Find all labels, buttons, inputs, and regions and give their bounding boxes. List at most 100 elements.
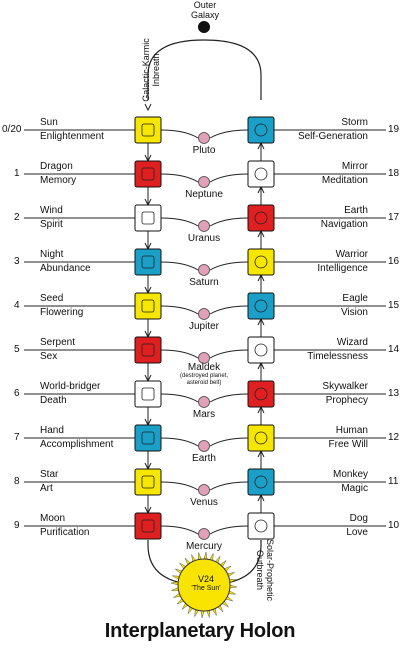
- left-sign-name: Wind: [40, 205, 63, 216]
- night-glyph-icon-detail: [141, 255, 155, 269]
- mirror-glyph-icon: [247, 160, 275, 188]
- sun-ray: [170, 581, 179, 586]
- left-row-number: 0/20: [2, 124, 22, 135]
- planet-name: Pluto: [192, 145, 216, 156]
- right-row-number: 17: [388, 212, 400, 223]
- planet-link-left: [160, 393, 199, 403]
- right-row-number: 14: [388, 344, 400, 355]
- left-sign-name: Seed: [40, 293, 64, 304]
- wind-glyph-icon-detail: [141, 211, 155, 225]
- left-row-number: 5: [14, 344, 20, 355]
- left-sign-name: Sun: [40, 117, 58, 128]
- earth-glyph-icon-detail: [254, 211, 268, 225]
- galactic-karmic-inbreath-label: Galactic-Karmic Inbreath: [141, 38, 161, 102]
- right-row-number: 13: [388, 388, 400, 399]
- right-sign-power: Prophecy: [325, 395, 368, 406]
- hand-glyph-icon: [134, 424, 162, 452]
- sun-ray: [200, 610, 205, 619]
- left-sign-power: Spirit: [40, 219, 63, 230]
- left-row-number: 9: [14, 520, 20, 531]
- left-sign-power: Purification: [40, 527, 90, 538]
- right-sign-name: Skywalker: [322, 381, 368, 392]
- planet-link-right: [209, 217, 249, 227]
- human-glyph-icon-detail: [254, 431, 268, 445]
- planet-link-left: [160, 305, 199, 315]
- wind-glyph-icon: [134, 204, 162, 232]
- right-sign-power: Timelessness: [307, 351, 368, 362]
- planet-name: Maldek: [187, 362, 221, 373]
- left-sign-name: Night: [40, 249, 64, 260]
- left-sign-power: Sex: [40, 351, 58, 362]
- planet-name: Neptune: [185, 189, 223, 200]
- planet-link-right: [209, 129, 249, 139]
- right-sign-name: Mirror: [341, 161, 368, 172]
- right-row-number: 18: [388, 168, 400, 179]
- planet-link-right: [209, 481, 249, 491]
- sun-ray: [197, 552, 202, 560]
- right-row-number: 12: [388, 432, 400, 443]
- left-row-number: 6: [14, 388, 20, 399]
- planet-link-right: [209, 305, 249, 315]
- right-sign-power: Self-Generation: [297, 131, 368, 142]
- left-row-number: 8: [14, 476, 20, 487]
- planet-saturn-dot: [198, 264, 210, 276]
- human-glyph-icon: [247, 424, 275, 452]
- right-row-number: 10: [388, 520, 400, 531]
- skywalker-glyph-icon-detail: [254, 387, 268, 401]
- serpent-glyph-icon: [134, 336, 162, 364]
- seed-glyph-icon: [134, 292, 162, 320]
- planet-neptune-dot: [198, 176, 210, 188]
- left-sign-name: Moon: [40, 513, 66, 524]
- planet-link-left: [160, 173, 199, 183]
- planet-name: Uranus: [187, 233, 221, 244]
- left-sign-name: Serpent: [40, 337, 76, 348]
- moon-glyph-icon-detail: [141, 519, 155, 533]
- planet-link-left: [160, 437, 199, 447]
- right-sign-power: Meditation: [321, 175, 368, 186]
- left-row-number: 4: [14, 300, 20, 311]
- right-row-number: 15: [388, 300, 400, 311]
- left-sign-power: Memory: [40, 175, 77, 186]
- right-sign-power: Intelligence: [317, 263, 368, 274]
- planet-venus-dot: [198, 484, 210, 496]
- planet-link-right: [209, 349, 249, 359]
- planet-earth-dot: [198, 440, 210, 452]
- storm-glyph-icon: [247, 116, 275, 144]
- planet-link-left: [160, 129, 199, 139]
- star-glyph-icon-detail: [141, 475, 155, 489]
- worldbridger-glyph-icon: [134, 380, 162, 408]
- right-sign-name: Monkey: [332, 469, 368, 480]
- right-sign-name: Eagle: [342, 293, 368, 304]
- planet-pluto-dot: [198, 132, 210, 144]
- sun-ray: [206, 610, 211, 618]
- right-row-number: 19: [388, 124, 400, 135]
- planet-link-left: [160, 261, 199, 271]
- left-sign-name: Dragon: [40, 161, 73, 172]
- planet-mars-dot: [198, 396, 210, 408]
- outer-galaxy-label: Outer Galaxy: [190, 0, 219, 20]
- planet-link-left: [160, 525, 199, 535]
- monkey-glyph-icon: [247, 468, 275, 496]
- dog-glyph-icon-detail: [254, 519, 268, 533]
- planet-name: Mercury: [185, 541, 223, 552]
- right-sign-name: Human: [335, 425, 368, 436]
- right-sign-name: Dog: [349, 513, 368, 524]
- planet-jupiter-dot: [198, 308, 210, 320]
- warrior-glyph-icon-detail: [254, 255, 268, 269]
- right-sign-name: Storm: [341, 117, 368, 128]
- warrior-glyph-icon: [247, 248, 275, 276]
- planet-name: Jupiter: [188, 321, 219, 332]
- earth-glyph-icon: [247, 204, 275, 232]
- planet-link-left: [160, 217, 199, 227]
- planet-link-left: [160, 481, 199, 491]
- planet-name: Venus: [190, 497, 218, 508]
- left-sign-name: Hand: [40, 425, 64, 436]
- planet-link-right: [209, 261, 249, 271]
- serpent-glyph-icon-detail: [141, 343, 155, 357]
- left-sign-power: Abundance: [40, 263, 91, 274]
- left-sign-power: Enlightenment: [40, 131, 104, 142]
- inbreath-arrow-icon: [144, 103, 152, 112]
- skywalker-glyph-icon: [247, 380, 275, 408]
